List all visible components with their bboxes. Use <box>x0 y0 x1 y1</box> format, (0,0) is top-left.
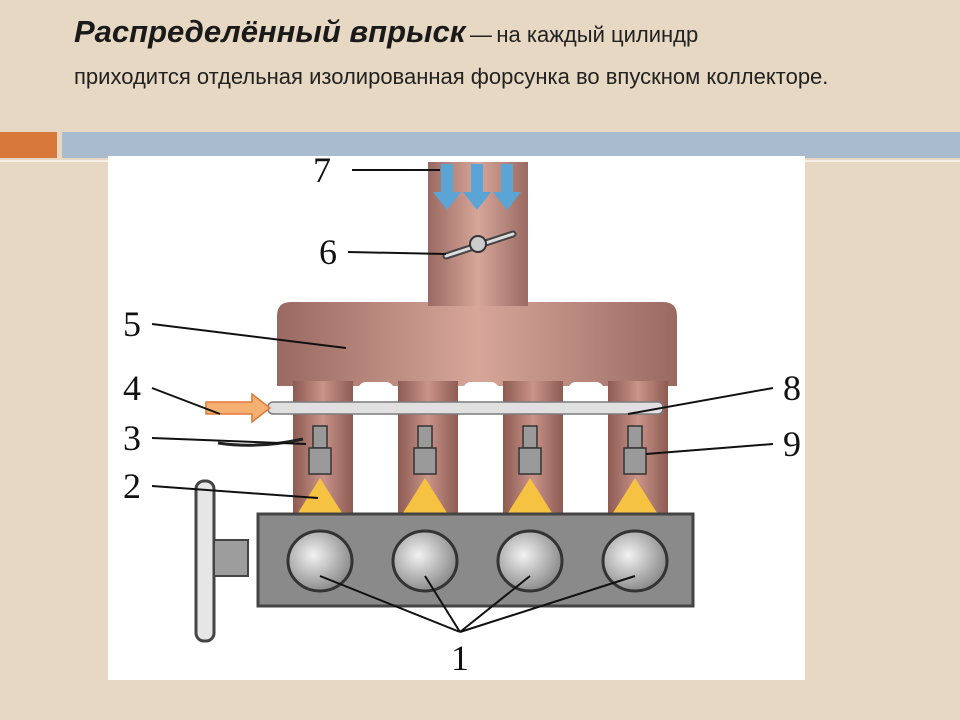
label-8: 8 <box>783 368 801 408</box>
label-5: 5 <box>123 304 141 344</box>
label-4: 4 <box>123 368 141 408</box>
flywheel <box>194 479 249 643</box>
injection-diagram: 7 6 5 4 3 2 8 9 1 <box>108 150 805 680</box>
fuel-inlet-arrow <box>205 392 272 424</box>
fuel-sprays <box>296 478 659 516</box>
title-bold: Распределённый впрыск <box>74 14 466 49</box>
accent-bar-blue <box>62 132 960 158</box>
fuel-injectors <box>308 425 647 475</box>
title-rest: на каждый цилиндр <box>496 22 699 47</box>
label-9: 9 <box>783 424 801 464</box>
airflow-arrows <box>433 164 521 210</box>
label-2: 2 <box>123 466 141 506</box>
accent-bar-orange <box>0 132 57 158</box>
leader-lines <box>151 169 774 633</box>
slide-title: Распределённый впрыск — на каждый цилинд… <box>74 14 934 50</box>
throttle-valve <box>442 230 517 260</box>
label-7: 7 <box>313 156 331 190</box>
diagram-svg: 7 6 5 4 3 2 8 9 1 <box>123 150 801 678</box>
title-line2: приходится отдельная изолированная форсу… <box>74 64 829 89</box>
label-1: 1 <box>451 638 469 678</box>
title-dash: — <box>469 22 492 47</box>
label-6: 6 <box>319 232 337 272</box>
intake-manifold <box>277 302 677 386</box>
injector-wire <box>217 437 304 447</box>
cylinders <box>286 529 669 593</box>
label-3: 3 <box>123 418 141 458</box>
fuel-rail <box>267 401 664 415</box>
